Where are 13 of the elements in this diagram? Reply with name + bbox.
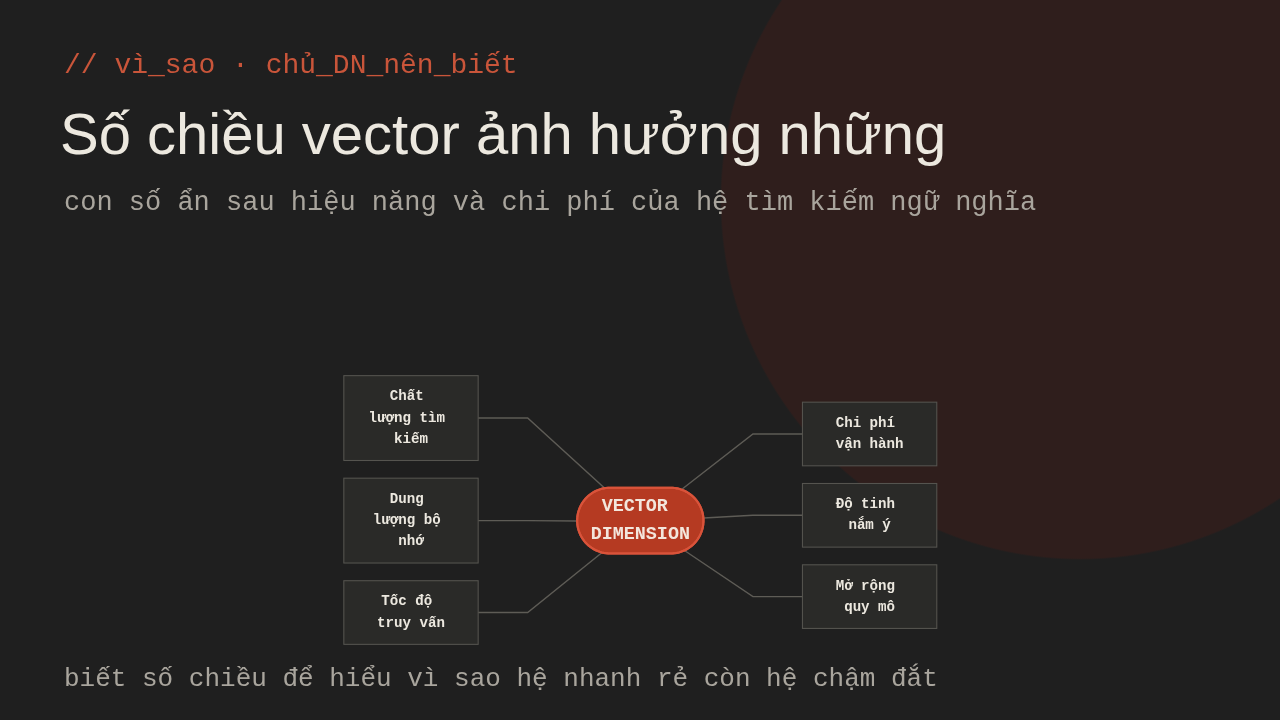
node-box: Chi phí vận hành	[801, 401, 937, 467]
connector	[683, 550, 803, 598]
node-box: Tốc độ truy vấn	[343, 580, 479, 645]
subtitle: con số ẩn sau hiệu năng và chi phí của hệ tìm kiếm ngữ nghĩa	[64, 188, 1037, 218]
kicker-text: // vì_sao · chủ_DN_nên_biết	[64, 50, 518, 81]
node-box: Mở rộng quy mô	[801, 564, 937, 629]
caption: biết số chiều để hiểu vì sao hệ nhanh rẻ còn hệ chậm đắt	[64, 664, 938, 694]
connector	[680, 433, 803, 491]
node-box: Dung lượng bộ nhớ	[343, 477, 479, 564]
title: Số chiều vector ảnh hưởng những	[60, 100, 947, 167]
node-box: Chất lượng tìm kiếm	[343, 375, 479, 462]
connector	[477, 552, 603, 614]
node-box: Độ tinh nắm ý	[801, 482, 937, 548]
